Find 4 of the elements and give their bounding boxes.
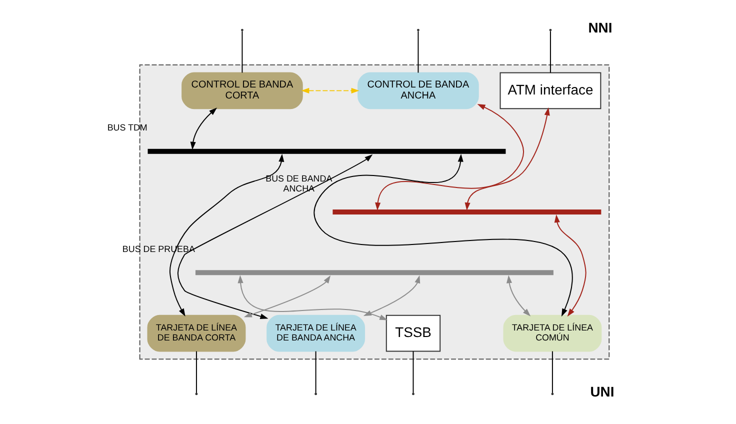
- label: NNI: [588, 20, 612, 36]
- node-label: BUS DE BANDA ANCHA: [266, 173, 332, 194]
- node-label: BUS TDM: [107, 122, 148, 133]
- label: UNI: [590, 384, 614, 400]
